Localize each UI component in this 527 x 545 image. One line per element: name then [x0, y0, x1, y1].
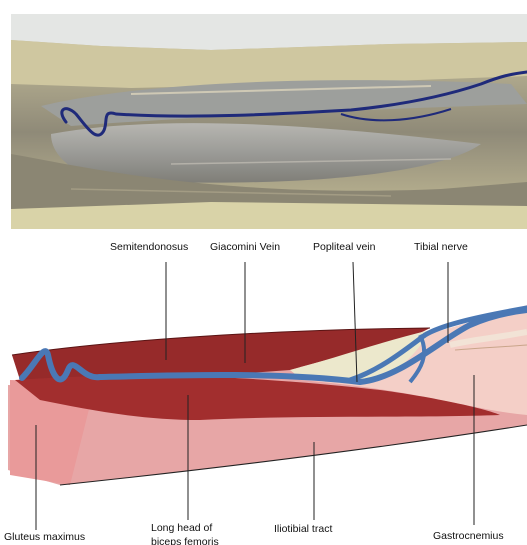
label-long-head-1: Long head of: [151, 522, 212, 534]
label-gastrocnemius: Gastrocnemius: [433, 530, 504, 542]
dissection-photo: [11, 14, 527, 229]
label-long-head-2: biceps femoris: [151, 536, 219, 545]
label-semitendonosus: Semitendonosus: [110, 241, 188, 253]
label-iliotibial-tract: Iliotibial tract: [274, 523, 332, 535]
label-giacomini-vein: Giacomini Vein: [210, 241, 280, 253]
label-tibial-nerve: Tibial nerve: [414, 241, 468, 253]
anatomy-diagram: [0, 230, 527, 545]
label-gluteus-maximus: Gluteus maximus: [4, 531, 85, 543]
label-popliteal-vein: Popliteal vein: [313, 241, 375, 253]
